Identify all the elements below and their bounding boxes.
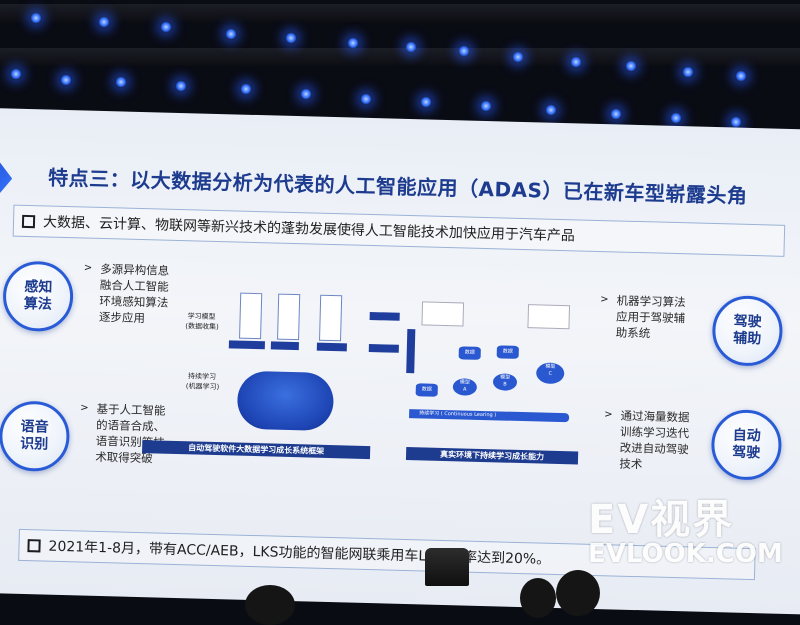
learning-model-sub: (数据收集) [185, 322, 219, 332]
model-node: 模型 C [535, 362, 565, 385]
venue-background [0, 4, 800, 128]
pipeline-tag [228, 340, 265, 350]
stage-spotlight [360, 93, 372, 105]
feature-label: 感知 算法 [23, 278, 53, 313]
pipeline-block [277, 293, 301, 341]
feature-speech-recognition: 语音 识别 [0, 400, 71, 473]
pipeline-block [319, 294, 343, 342]
framework-caption-bar: 自动驾驶软件大数据学习成长系统框架 [142, 440, 371, 460]
stage-spotlight [458, 45, 470, 57]
feature-autonomous-driving: 自动 驾驶 [710, 409, 783, 481]
stage-speaker [425, 548, 469, 586]
car-scene-image [527, 304, 571, 330]
stage-spotlight [300, 88, 312, 100]
lighting-truss-upper [0, 4, 800, 22]
realworld-caption-bar: 真实环境下持续学习成长能力 [405, 447, 579, 465]
stage-spotlight [420, 96, 432, 108]
stage-spotlight [10, 68, 22, 80]
continuous-learning-sub: (机器学习) [185, 382, 220, 392]
stage-spotlight [347, 37, 359, 49]
audience-head [245, 585, 295, 625]
square-bullet-icon [27, 538, 41, 552]
cloud-caption [238, 374, 334, 377]
watermark-brand: EV视界 [588, 497, 735, 543]
feature-label: 驾驶 辅助 [733, 313, 762, 348]
arrow-right-icon: > [83, 262, 93, 274]
model-node: 模型 A [452, 378, 478, 396]
slide-title: 特点三：以大数据分析为代表的人工智能应用（ADAS）已在新车型崭露头角 [47, 165, 748, 208]
database-icon: 数据 [458, 346, 481, 360]
stage-spotlight [160, 21, 172, 33]
pipeline-tag [270, 341, 299, 351]
stage-spotlight [60, 74, 72, 86]
square-bullet-icon [21, 214, 36, 228]
stage-spotlight [240, 83, 252, 95]
stage-spotlight [545, 104, 557, 116]
watermark: EV视界 EVLOOK.COM [588, 500, 788, 568]
stage-spotlight [405, 41, 417, 53]
pipeline-block [239, 292, 263, 340]
feature-note: > 通过海量数据 训练学习迭代 改进自动驾驶 技术 [603, 407, 690, 473]
slide-accent-wedge [0, 148, 13, 209]
database-icon: 数据 [496, 345, 519, 359]
lighting-truss-lower [0, 48, 800, 66]
feature-note-text: 机器学习算法 应用于驾驶辅 助系统 [615, 293, 686, 341]
footer-statistic: 2021年1-8月，带有ACC/AEB，LKS功能的智能网联乘用车L2渗透率达到… [48, 538, 551, 568]
pipeline-connector [406, 329, 416, 374]
database-icon: 数据 [415, 383, 438, 397]
stage-spotlight [115, 76, 127, 88]
stage-spotlight [480, 100, 492, 112]
learning-framework-diagram: 学习模型 (数据收集) 持续学习 (机器学习) 数据 数据 数据 模型 A 模型… [142, 283, 611, 475]
feature-perception-algorithm: 感知 算法 [2, 260, 74, 333]
stage-spotlight [175, 80, 187, 92]
stage-spotlight [735, 70, 747, 82]
stage-spotlight [225, 28, 237, 40]
model-node: 模型 B [492, 373, 518, 391]
stage-spotlight [30, 12, 42, 24]
pipeline-tag [369, 312, 400, 321]
subtitle-box: 大数据、云计算、物联网等新兴技术的蓬勃发展使得人工智能技术加快应用于汽车产品 [12, 204, 786, 257]
pipeline-tag [316, 342, 347, 352]
audience-head [556, 570, 600, 616]
feature-note: > 多源异构信息 融合人工智能 环境感知算法 逐步应用 [82, 261, 170, 327]
continuous-learning-loop: 持续学习 ( Continuous Learing ) [409, 409, 570, 423]
watermark-url: EVLOOK.COM [588, 539, 783, 569]
stage-spotlight [682, 66, 694, 78]
stage-spotlight [570, 56, 582, 68]
slide-subtitle: 大数据、云计算、物联网等新兴技术的蓬勃发展使得人工智能技术加快应用于汽车产品 [42, 214, 576, 245]
car-scene-image [421, 301, 465, 327]
stage-spotlight [285, 32, 297, 44]
feature-driving-assistance: 驾驶 辅助 [711, 294, 784, 367]
feature-label: 自动 驾驶 [732, 427, 761, 462]
arrow-right-icon: > [80, 402, 89, 414]
feature-note-text: 通过海量数据 训练学习迭代 改进自动驾驶 技术 [619, 408, 690, 472]
stage-spotlight [610, 108, 622, 120]
cloud-computing-graphic [236, 370, 335, 432]
stage-spotlight [670, 112, 682, 124]
feature-label: 语音 识别 [20, 418, 49, 453]
stage-spotlight [98, 16, 110, 28]
stage-spotlight [625, 60, 637, 72]
stage-spotlight [730, 116, 742, 128]
audience-head [520, 578, 556, 618]
pipeline-tag [368, 344, 399, 353]
feature-note: > 机器学习算法 应用于驾驶辅 助系统 [599, 292, 686, 342]
feature-note: > 基于人工智能 的语音合成、 语音识别等技 术取得突破 [79, 400, 166, 466]
stage-spotlight [512, 51, 524, 63]
